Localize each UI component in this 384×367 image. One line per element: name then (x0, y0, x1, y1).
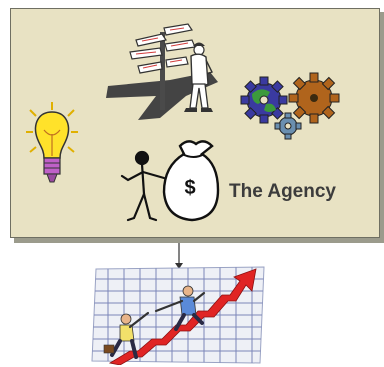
business-growth-climb-icon (91, 266, 265, 365)
gears-icon (240, 72, 340, 140)
person-money-bag-icon: $ (120, 140, 220, 222)
signpost-traveler-icon (106, 23, 218, 120)
agency-label: The Agency (229, 181, 336, 202)
dollar-sign: $ (184, 177, 195, 199)
lightbulb-icon (26, 102, 78, 183)
